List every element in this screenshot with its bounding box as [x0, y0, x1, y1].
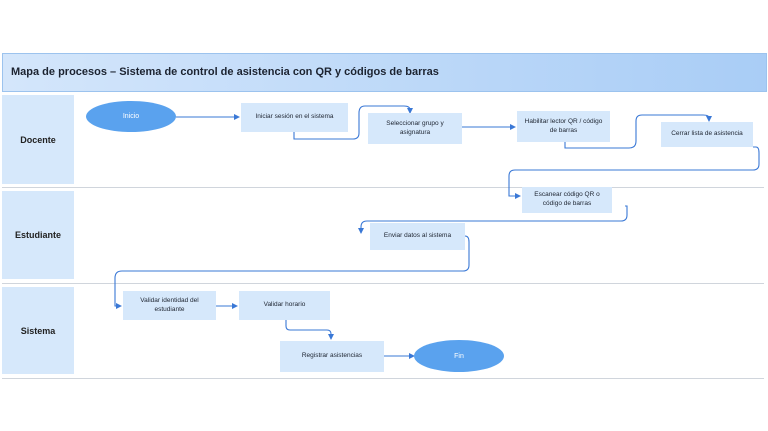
process-label: Validar identidad del estudiante — [140, 296, 199, 313]
start-label: Inicio — [122, 113, 140, 120]
lane-header-docente: Docente — [2, 95, 74, 184]
process-label: Registrar asistencias — [301, 352, 363, 360]
process-label: Iniciar sesión en el sistema — [255, 113, 334, 121]
end-terminal: Fin — [414, 340, 504, 372]
lane-label-estudiante: Estudiante — [14, 230, 61, 240]
process-label: Escanear código QR o código de barras — [534, 191, 600, 207]
process-registrar-asistencias: Registrar asistencias — [280, 341, 384, 372]
process-enviar-datos: Enviar datos al sistema — [370, 223, 465, 250]
process-escanear-codigo: Escanear código QR o código de barras — [522, 187, 612, 213]
lane-label-docente: Docente — [20, 134, 56, 145]
process-label: Validar horario — [263, 301, 306, 309]
lane-header-sistema: Sistema — [2, 287, 74, 374]
start-terminal: Inicio — [86, 101, 176, 132]
process-validar-identidad: Validar identidad del estudiante — [123, 291, 216, 320]
connector-habilitar-to-cerrar — [564, 114, 712, 149]
lane-divider — [2, 187, 764, 188]
connector-enviar-to-validar-identidad — [114, 235, 470, 309]
process-label: Habilitar lector QR / código de barras — [524, 117, 603, 134]
process-label: Enviar datos al sistema — [383, 232, 452, 240]
process-cerrar-lista: Cerrar lista de asistencia — [661, 122, 753, 147]
connector-cerrar-to-escanear — [508, 146, 760, 199]
connector-validar-horario-to-registrar — [285, 320, 334, 340]
lane-header-estudiante: Estudiante — [2, 191, 74, 279]
end-label: Fin — [454, 352, 464, 360]
connector-iniciar-sesion-to-seleccionar — [293, 105, 413, 140]
lane-label-sistema: Sistema — [20, 325, 56, 336]
process-habilitar-lector: Habilitar lector QR / código de barras — [517, 111, 610, 142]
process-label: Seleccionar grupo y asignatura — [386, 119, 444, 136]
process-seleccionar-grupo: Seleccionar grupo y asignatura — [368, 113, 462, 144]
diagram-title: Mapa de procesos – Sistema de control de… — [11, 66, 439, 78]
process-validar-horario: Validar horario — [239, 291, 330, 320]
connector-escanear-to-enviar — [358, 205, 628, 234]
diagram-title-bar: Mapa de procesos – Sistema de control de… — [2, 53, 767, 92]
process-label: Cerrar lista de asistencia — [671, 130, 743, 138]
process-iniciar-sesion: Iniciar sesión en el sistema — [241, 103, 348, 132]
lane-divider — [2, 283, 764, 284]
lane-divider — [2, 378, 764, 379]
